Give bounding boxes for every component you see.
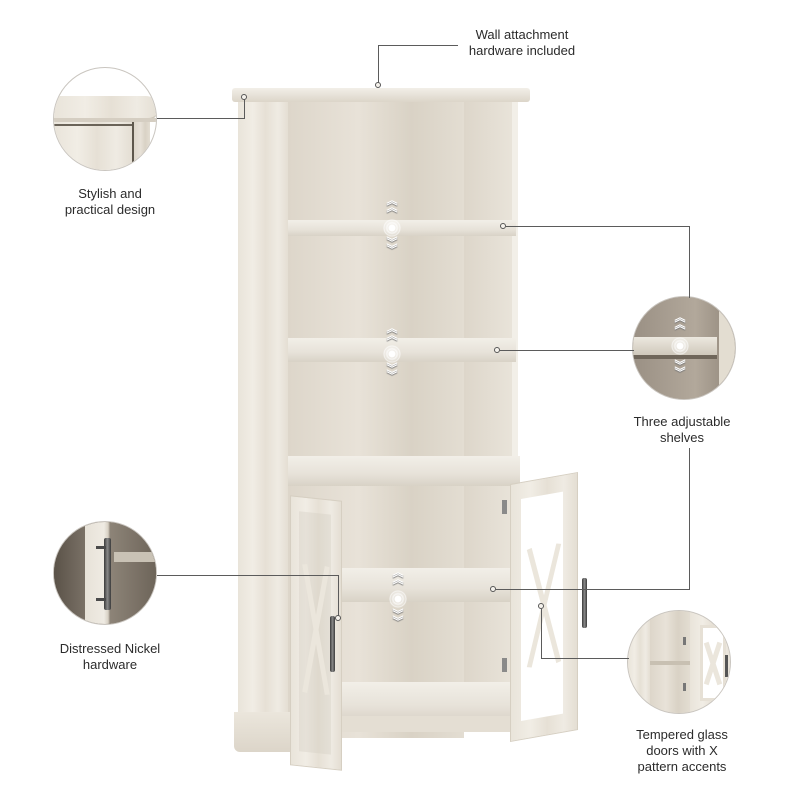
detail-circle-nickel-handle [53,521,157,625]
fixed-shelf [288,456,520,486]
base-plinth [234,712,294,752]
detail-circle-glass-door [627,610,731,714]
leader-wall-attachment [378,45,458,46]
chevron-down-icon: ︾︾ [386,237,398,256]
leader-adjustable-shelves [506,226,690,227]
callout-adjustable-shelves: Three adjustable shelves [633,414,731,445]
shelf-adjust-pulse-icon [383,219,401,237]
shelf-3 [342,568,512,602]
left-side-panel [238,102,288,732]
nickel-handle-icon [104,538,111,610]
shelf-2 [288,338,516,362]
chevron-down-icon: ︾︾ [674,360,686,379]
callout-nickel-hardware: Distressed Nickel hardware [59,641,161,672]
left-door-handle[interactable] [330,616,335,672]
shelf-1 [288,220,516,236]
chevron-up-icon: ︽︽ [392,567,404,586]
shelf-adjust-pulse-icon [671,337,689,355]
shelf-adjust-pulse-icon [383,345,401,363]
leader-nickel-hardware [157,575,339,576]
chevron-up-icon: ︽︽ [386,323,398,342]
leader-tempered-glass [541,609,542,659]
bookcase: ︽︽ ︾︾ ︽︽ ︾︾ ︽︽ ︾︾ [232,88,587,771]
chevron-up-icon: ︽︽ [386,195,398,214]
crown-molding [232,88,530,102]
right-inner-side [464,102,514,722]
shelf-adjust-pulse-icon [389,590,407,608]
detail-circle-crown-molding [53,67,157,171]
callout-wall-attachment: Wall attachment hardware included [468,27,576,58]
callout-tempered-glass: Tempered glass doors with X pattern acce… [636,727,728,774]
detail-circle-adjustable-shelf: ︽︽ ︾︾ [632,296,736,400]
hinge-top-icon [502,500,507,514]
chevron-down-icon: ︾︾ [386,363,398,382]
chevron-up-icon: ︽︽ [674,312,686,331]
hinge-bottom-icon [502,658,507,672]
right-door-handle[interactable] [582,578,587,628]
leader-stylish-design [157,118,245,119]
chevron-down-icon: ︾︾ [392,609,404,628]
callout-stylish-design: Stylish and practical design [64,186,156,217]
right-glass-door[interactable] [510,472,578,742]
